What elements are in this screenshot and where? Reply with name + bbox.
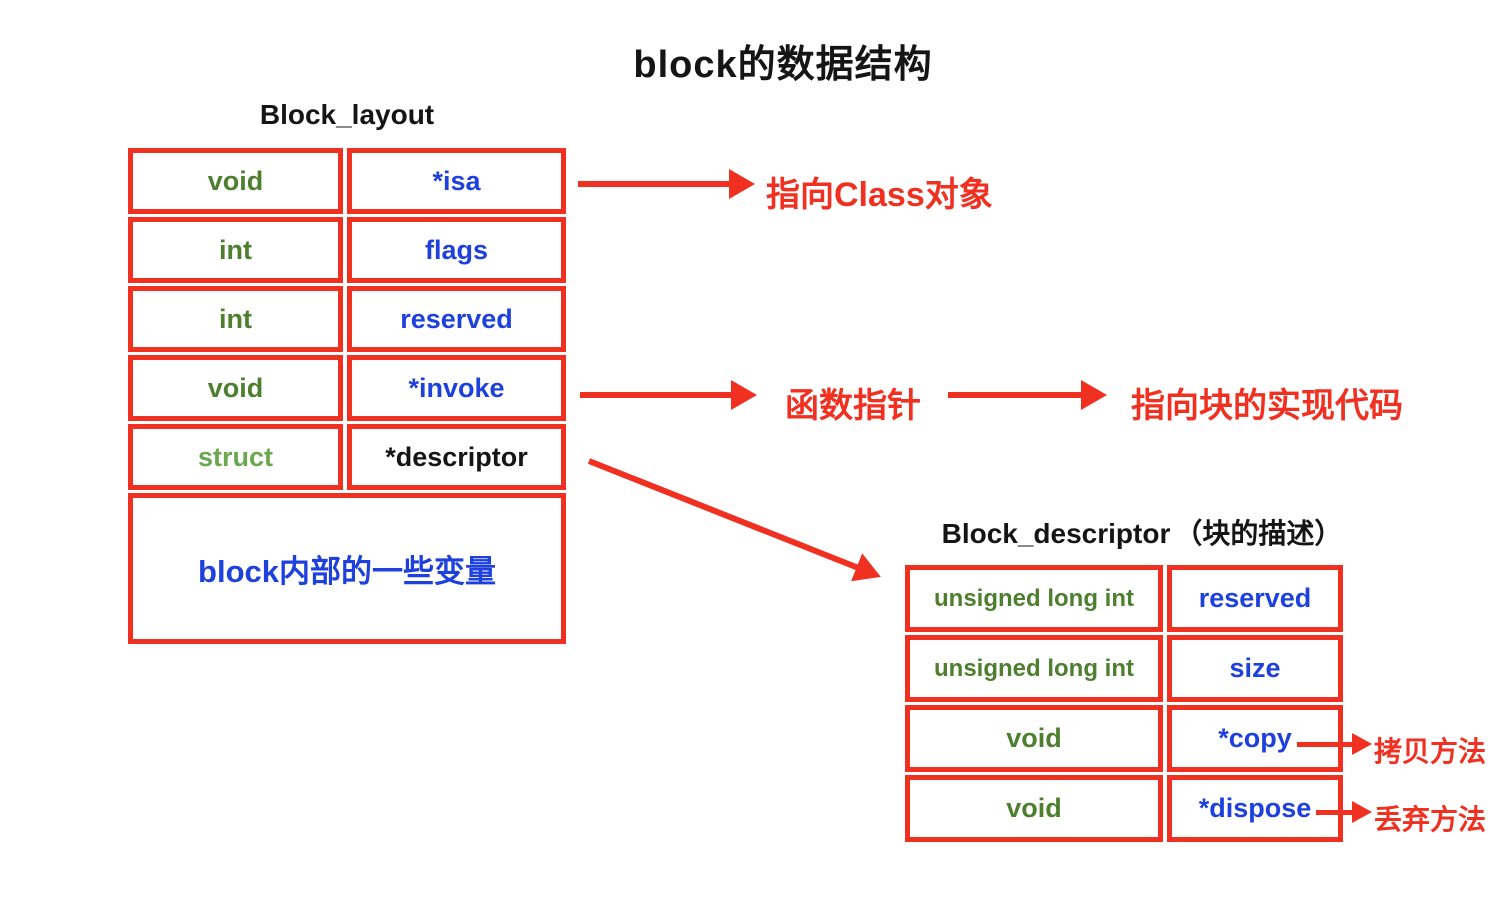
table-cell-type: void [905, 705, 1163, 772]
table-cell-name: reserved [1167, 565, 1343, 632]
table-cell-name: *copy [1167, 705, 1343, 772]
table-cell-name: *dispose [1167, 775, 1343, 842]
page-title: block的数据结构 [633, 44, 933, 86]
table-cell-type: void [905, 775, 1163, 842]
block-descriptor-title: Block_descriptor（块的描述） [923, 512, 1361, 552]
isa-arrow-icon [578, 169, 755, 199]
block-layout-title: Block_layout [259, 99, 435, 130]
table-cell-type: unsigned long int [905, 565, 1163, 632]
invoke-annotation: 函数指针 [785, 387, 921, 425]
invoke-target-arrow-icon [948, 380, 1107, 410]
copy-annotation: 拷贝方法 [1374, 736, 1487, 767]
invoke-arrow-icon [580, 380, 757, 410]
block-descriptor-title-name: Block_descriptor [941, 518, 1171, 549]
descriptor-arrow-icon [583, 447, 887, 591]
table-cell-name: reserved [347, 286, 566, 352]
table-cell-name: *descriptor [347, 424, 566, 490]
table-cell-type: struct [128, 424, 343, 490]
block-descriptor-table: unsigned long int reserved unsigned long… [905, 565, 1343, 842]
table-cell-name: *isa [347, 148, 566, 214]
table-cell-type: void [128, 148, 343, 214]
block-internal-vars-cell: block内部的一些变量 [128, 493, 566, 644]
invoke-target-annotation: 指向块的实现代码 [1131, 387, 1403, 425]
table-cell-name: size [1167, 635, 1343, 702]
table-cell-name: flags [347, 217, 566, 283]
block-descriptor-title-note: （块的描述） [1174, 518, 1343, 549]
dispose-annotation: 丢弃方法 [1374, 804, 1487, 835]
isa-annotation: 指向Class对象 [766, 176, 993, 214]
table-cell-name: *invoke [347, 355, 566, 421]
table-cell-type: unsigned long int [905, 635, 1163, 702]
dispose-arrow-icon [1316, 797, 1372, 827]
copy-arrow-icon [1297, 729, 1372, 759]
block-layout-table: void *isa int flags int reserved void *i… [128, 148, 566, 644]
table-cell-type: void [128, 355, 343, 421]
table-cell-type: int [128, 217, 343, 283]
table-cell-type: int [128, 286, 343, 352]
